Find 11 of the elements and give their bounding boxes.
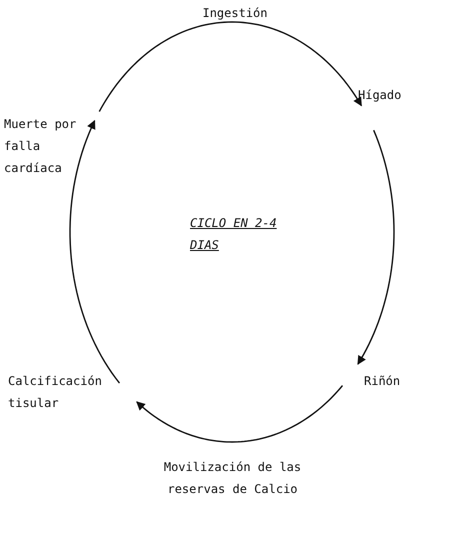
stage-label: Riñón: [364, 373, 402, 390]
stage-label: Hígado: [358, 87, 402, 104]
stage-label: Ingestión: [201, 5, 269, 22]
arrow: [69, 120, 120, 384]
stage-label: Movilización de las reservas de Calcio: [162, 459, 302, 498]
arrow: [232, 21, 362, 106]
arrow: [136, 401, 232, 443]
cycle-note: CICLO EN 2-4 DIAS: [190, 215, 278, 254]
stage-label: Muerte por falla cardíaca: [4, 116, 78, 177]
stage-label: Calcificación tisular: [8, 373, 103, 412]
arrow: [357, 130, 395, 365]
